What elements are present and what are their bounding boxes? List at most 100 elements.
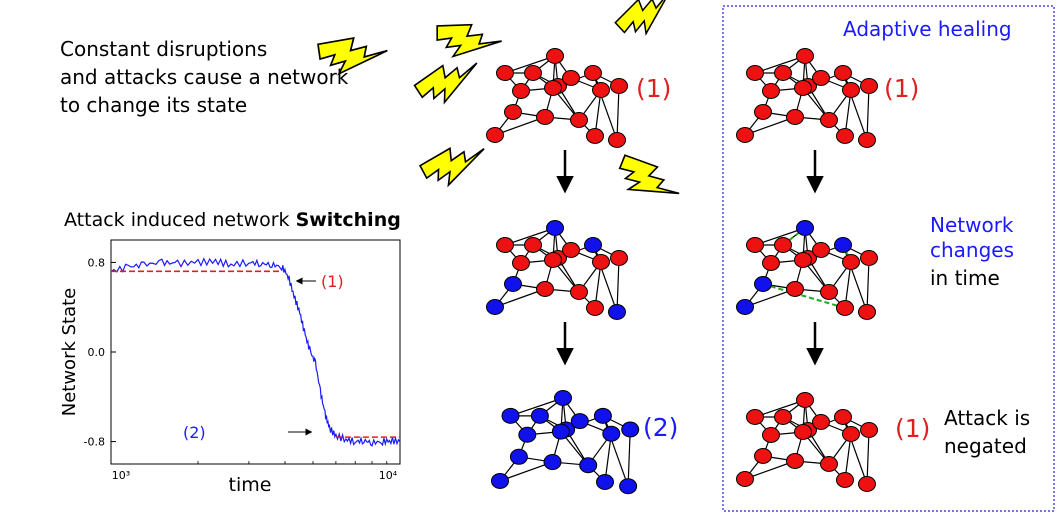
red-node bbox=[584, 65, 602, 81]
adaptive-healing-panel: Adaptive healing (1) Network changes in … bbox=[722, 5, 1055, 512]
blue-node bbox=[504, 276, 522, 292]
red-node bbox=[746, 65, 764, 81]
red-node bbox=[786, 453, 804, 469]
blue-node bbox=[736, 299, 754, 315]
red-node bbox=[512, 83, 530, 99]
red-node bbox=[794, 252, 812, 268]
network-changes-line-3: in time bbox=[930, 266, 1000, 290]
intro-text: Constant disruptions and attacks cause a… bbox=[60, 37, 349, 117]
red-node bbox=[774, 65, 792, 81]
network-graph bbox=[491, 390, 640, 495]
red-node bbox=[796, 392, 814, 408]
blue-node bbox=[608, 304, 626, 320]
red-node bbox=[812, 414, 830, 430]
red-node bbox=[762, 427, 780, 443]
red-node bbox=[794, 80, 812, 96]
blue-node bbox=[834, 237, 852, 253]
red-node bbox=[858, 476, 876, 492]
red-node bbox=[820, 456, 838, 472]
blue-node bbox=[554, 390, 572, 406]
network-changes-line-2: changes bbox=[930, 238, 1014, 262]
red-node bbox=[858, 304, 876, 320]
red-node bbox=[796, 48, 814, 64]
red-node bbox=[544, 80, 562, 96]
red-node bbox=[860, 78, 878, 94]
red-node bbox=[524, 65, 542, 81]
red-node bbox=[836, 300, 854, 316]
network-diagrams bbox=[486, 48, 878, 495]
blue-node bbox=[530, 407, 549, 424]
lightning-bolt-icon bbox=[436, 23, 502, 58]
network-graph bbox=[736, 48, 878, 148]
healing-panel-title: Adaptive healing bbox=[843, 17, 1012, 41]
network-edge bbox=[499, 461, 553, 482]
red-node bbox=[786, 281, 804, 297]
network-graph bbox=[736, 392, 878, 492]
red-node bbox=[774, 409, 792, 425]
red-node bbox=[610, 250, 628, 266]
chart-title-bold: Switching bbox=[296, 209, 401, 231]
network-edge bbox=[627, 429, 631, 487]
network-edge bbox=[616, 257, 620, 313]
network-changes-line-1: Network bbox=[930, 213, 1014, 237]
red-node bbox=[836, 128, 854, 144]
chart-annotation-1: (1) bbox=[321, 272, 344, 291]
red-node bbox=[834, 65, 852, 81]
x-tick-label: 10³ bbox=[112, 469, 130, 482]
red-node bbox=[586, 128, 604, 144]
chart-title-prefix: Attack induced network bbox=[64, 209, 296, 231]
blue-node bbox=[570, 413, 589, 430]
red-node bbox=[570, 112, 588, 128]
red-node bbox=[736, 127, 754, 143]
blue-node bbox=[491, 472, 509, 489]
y-tick-label: 0.8 bbox=[88, 256, 106, 269]
blue-node bbox=[546, 220, 564, 236]
x-tick-label: 10⁴ bbox=[379, 469, 398, 482]
red-node bbox=[836, 472, 854, 488]
red-node bbox=[842, 82, 860, 98]
blue-node bbox=[619, 478, 638, 495]
blue-node bbox=[796, 220, 814, 236]
attack-negated-line-1: Attack is bbox=[944, 406, 1030, 430]
healing-state-1-top-label: (1) bbox=[884, 74, 919, 103]
network-edge bbox=[866, 429, 870, 485]
red-node bbox=[786, 109, 804, 125]
intro-line-2: and attacks cause a network bbox=[60, 65, 349, 89]
chart-ylabel: Network State bbox=[59, 288, 80, 417]
red-node bbox=[858, 132, 876, 148]
switching-chart: Attack induced network Switching 0.80.0-… bbox=[59, 209, 401, 496]
red-node bbox=[812, 242, 830, 258]
red-node bbox=[834, 409, 852, 425]
chart-plot-area bbox=[110, 239, 401, 465]
blue-node bbox=[754, 276, 772, 292]
blue-node bbox=[621, 421, 640, 438]
lightning-bolts bbox=[317, 0, 680, 195]
red-node bbox=[860, 422, 878, 438]
blue-node bbox=[509, 448, 528, 465]
red-node bbox=[536, 281, 554, 297]
red-node bbox=[812, 70, 830, 86]
red-node bbox=[486, 127, 504, 143]
network-graph bbox=[736, 220, 878, 320]
red-node bbox=[754, 448, 772, 464]
chart-annotation-2: (2) bbox=[183, 423, 206, 442]
y-tick-label: -0.8 bbox=[84, 436, 105, 449]
red-node bbox=[544, 252, 562, 268]
chart-xlabel: time bbox=[229, 474, 272, 496]
red-node bbox=[842, 254, 860, 270]
network-edge bbox=[616, 85, 620, 141]
red-node bbox=[762, 83, 780, 99]
rewired-edge bbox=[762, 283, 846, 309]
intro-line-3: to change its state bbox=[60, 93, 247, 117]
blue-node bbox=[486, 299, 504, 315]
blue-node bbox=[501, 407, 520, 424]
red-node bbox=[746, 237, 764, 253]
red-node bbox=[842, 426, 860, 442]
red-node bbox=[592, 82, 610, 98]
red-node bbox=[762, 255, 780, 271]
blue-node bbox=[593, 407, 612, 424]
intro-line-1: Constant disruptions bbox=[60, 37, 267, 61]
blue-node bbox=[551, 423, 570, 440]
lightning-bolt-icon bbox=[317, 36, 388, 76]
